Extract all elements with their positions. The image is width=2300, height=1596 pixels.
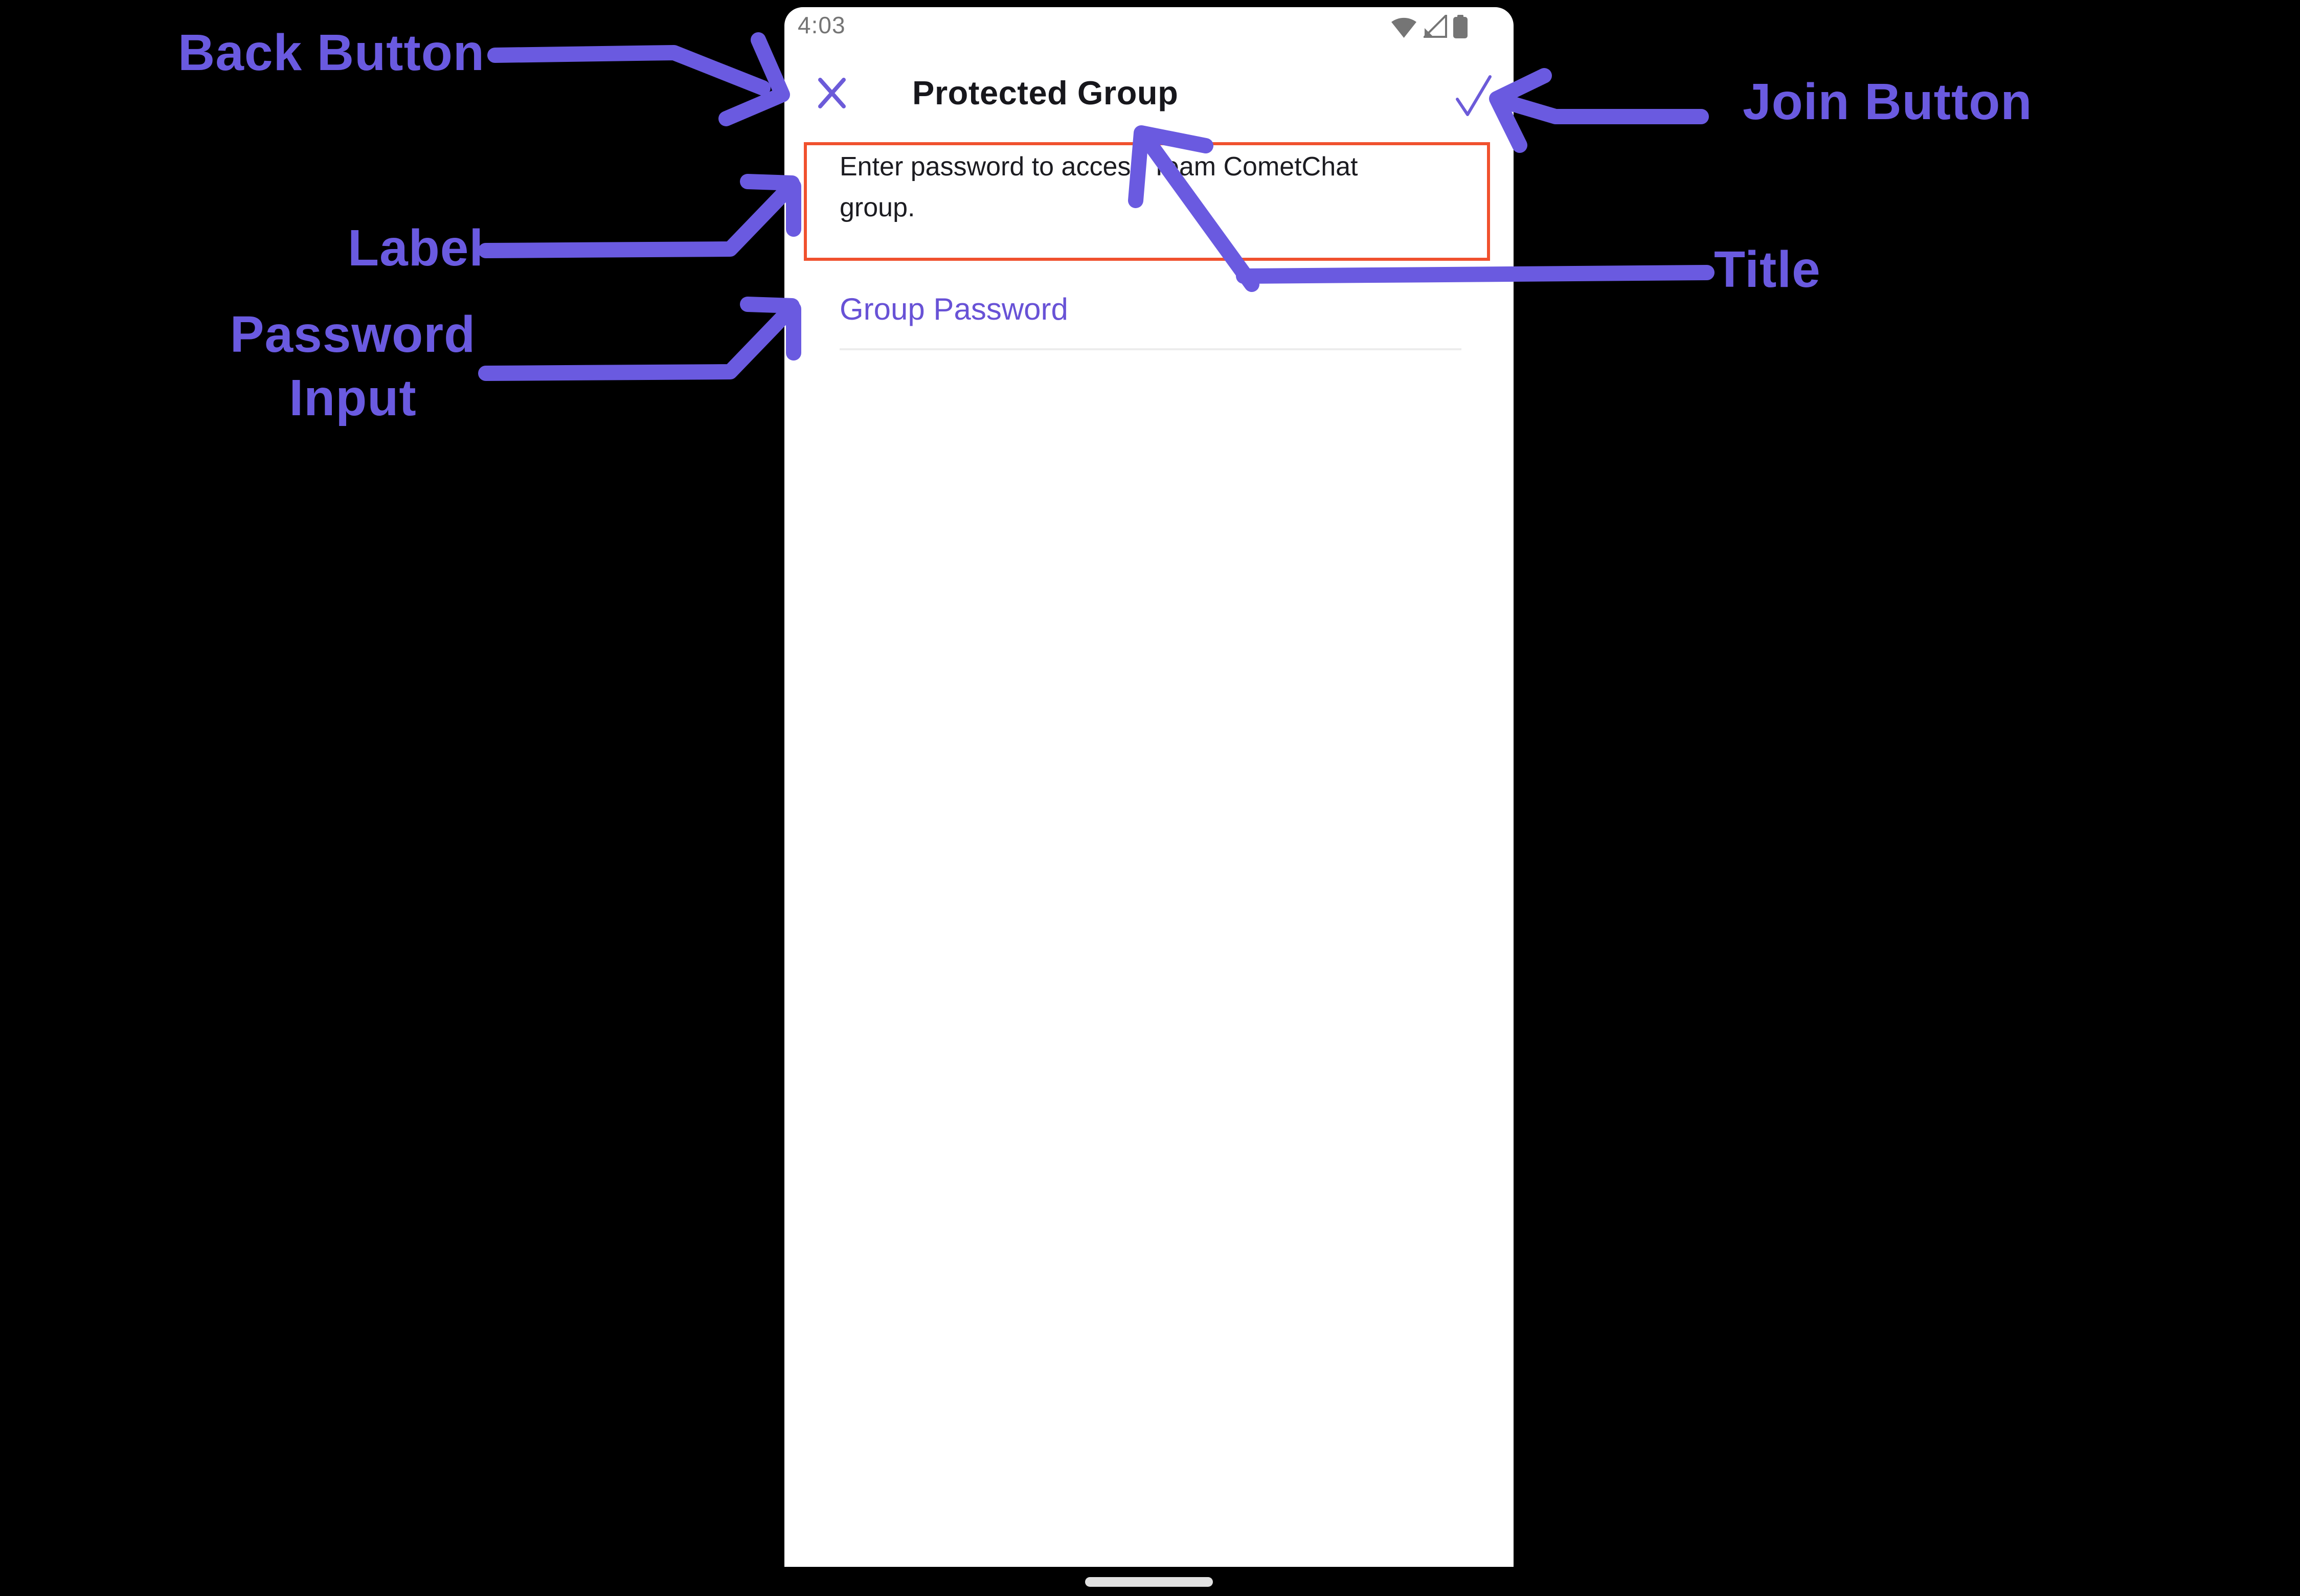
- battery-icon: [1453, 14, 1468, 41]
- page-title: Protected Group: [912, 74, 1179, 111]
- status-icons: [1390, 13, 1468, 41]
- checkmark-icon: [1454, 75, 1495, 122]
- annotation-password-line-2: Input: [289, 369, 417, 426]
- close-icon: [816, 78, 849, 111]
- group-password-placeholder: Group Password: [840, 292, 1068, 326]
- annotation-back-button: Back Button: [178, 24, 485, 81]
- annotation-password-line-1: Password: [230, 306, 476, 363]
- annotation-title: Title: [1714, 241, 1821, 298]
- annotation-join-button: Join Button: [1743, 73, 2033, 130]
- back-button-arrow: [487, 32, 790, 126]
- status-time: 4:03: [798, 12, 846, 38]
- join-button-arrow: [1489, 68, 1709, 153]
- description-label: Enter password to access Team CometChat …: [840, 146, 1358, 228]
- input-underline: [840, 348, 1461, 350]
- description-line-1: Enter password to access Team CometChat: [840, 152, 1358, 182]
- cell-signal-icon: [1422, 13, 1447, 40]
- wifi-icon: [1390, 15, 1417, 41]
- password-input-arrow: [478, 297, 801, 381]
- annotation-label: Label: [348, 219, 484, 277]
- back-button[interactable]: [816, 77, 849, 109]
- annotation-password-input: Password Input: [198, 303, 507, 430]
- home-indicator[interactable]: [1085, 1577, 1213, 1587]
- label-highlight-box: [804, 142, 1490, 261]
- group-password-input[interactable]: Group Password: [840, 291, 1461, 353]
- label-arrow: [478, 174, 801, 258]
- description-line-2: group.: [840, 193, 915, 222]
- join-button[interactable]: [1454, 73, 1495, 120]
